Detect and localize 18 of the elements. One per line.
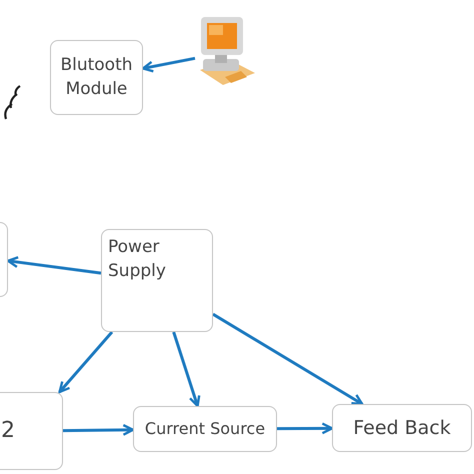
- arrow: [276, 422, 334, 434]
- node-label: 2: [1, 416, 15, 445]
- picture: [200, 17, 255, 85]
- process-box: [133, 406, 277, 452]
- node-label: Blutooth Module: [59, 54, 134, 100]
- process-box: [0, 392, 63, 470]
- arrow: [172, 332, 200, 408]
- arrow: [212, 312, 364, 406]
- arrow: [142, 56, 196, 73]
- arrow: [58, 331, 114, 394]
- arrow: [6, 256, 102, 275]
- node-label: Power Supply: [108, 236, 167, 283]
- process-box: [101, 229, 213, 332]
- node-label: Feed Back: [353, 416, 451, 441]
- process-box: [50, 40, 143, 115]
- arrow: [62, 424, 134, 436]
- process-box: [332, 404, 472, 452]
- node-label: Current Source: [144, 418, 266, 440]
